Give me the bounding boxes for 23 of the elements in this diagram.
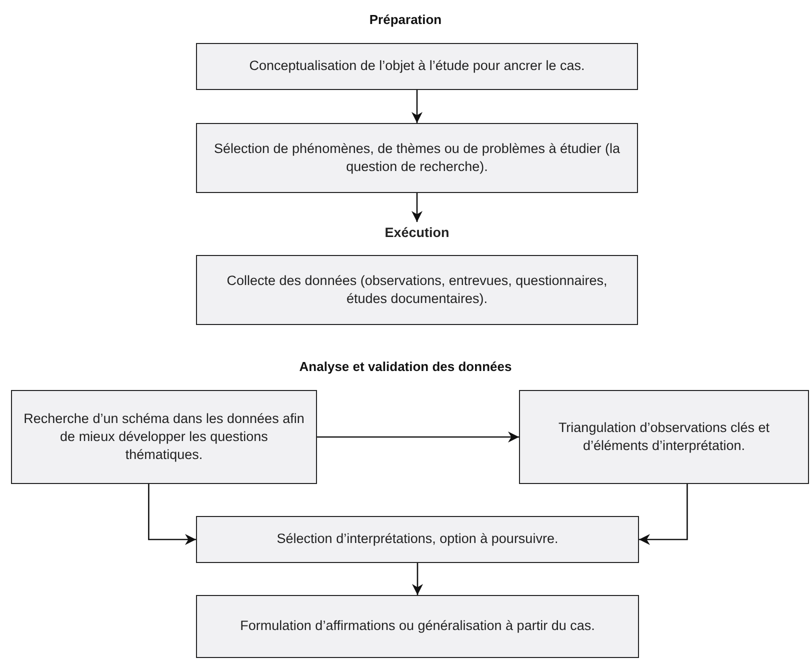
process-box <box>196 595 639 658</box>
process-box <box>196 43 638 90</box>
box-text: Triangulation d’observations clés et d’éléments d’interprétation. <box>557 418 771 455</box>
process-box <box>196 123 638 193</box>
section-heading: Préparation <box>368 12 443 27</box>
box-text: Conceptualisation de l’objet à l’étude pour ancrer le cas. <box>249 57 585 76</box>
arrow <box>148 484 196 545</box>
arrow <box>412 563 423 595</box>
section-heading: Analyse et validation des données <box>298 359 513 374</box>
process-box <box>11 390 317 484</box>
arrow <box>412 90 422 123</box>
process-box <box>196 516 639 563</box>
section-heading: Exécution <box>384 224 450 242</box>
box-text: Collecte des données (observations, entrevues, questionnaires, études documentaires). <box>226 272 608 308</box>
process-box <box>519 390 809 484</box>
box-text: Recherche d’un schéma dans les données afin de mieux développer les questions thématiques. <box>22 410 306 464</box>
arrow <box>317 432 519 442</box>
arrow <box>639 484 688 545</box>
box-text: Sélection d’interprétations, option à poursuivre. <box>276 530 558 548</box>
process-box <box>196 255 638 325</box>
box-text: Sélection de phénomènes, de thèmes ou de problèmes à étudier (la question de recherche). <box>212 140 621 176</box>
box-text: Formulation d’affirmations ou généralisation à partir du cas. <box>240 617 595 636</box>
arrow <box>412 193 422 222</box>
